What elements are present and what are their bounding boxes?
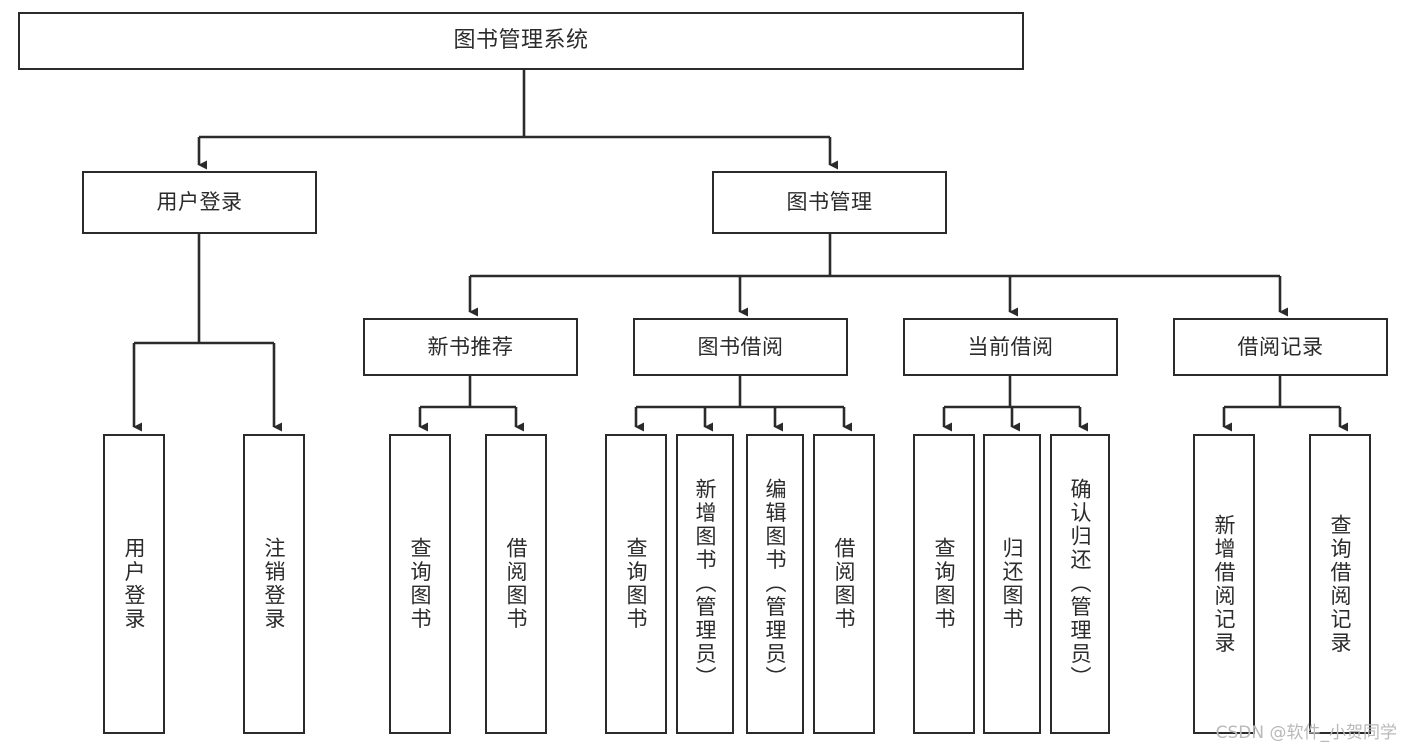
node-root-book-management-system[interactable]: 图书管理系统 bbox=[18, 12, 1024, 70]
node-label: 新增借阅记录 bbox=[1212, 513, 1237, 655]
node-user-login[interactable]: 用户登录 bbox=[82, 171, 317, 234]
node-label: 查询图书 bbox=[624, 537, 649, 631]
node-label: 用户登录 bbox=[156, 190, 243, 215]
node-label: 借阅记录 bbox=[1237, 334, 1324, 359]
leaf-current-borrow-return-book[interactable]: 归还图书 bbox=[983, 434, 1041, 734]
node-borrow-record[interactable]: 借阅记录 bbox=[1173, 318, 1388, 376]
leaf-new-book-query-book[interactable]: 查询图书 bbox=[389, 434, 451, 734]
leaf-book-borrow-borrow-book[interactable]: 借阅图书 bbox=[813, 434, 875, 734]
node-label: 图书借阅 bbox=[697, 334, 784, 359]
node-label: 新增图书（管理员） bbox=[693, 478, 718, 690]
node-label: 编辑图书（管理员） bbox=[763, 478, 788, 690]
node-label: 查询借阅记录 bbox=[1328, 513, 1353, 655]
node-new-book-recommend[interactable]: 新书推荐 bbox=[363, 318, 578, 376]
node-label: 查询图书 bbox=[408, 537, 433, 631]
node-label: 确认归还（管理员） bbox=[1068, 478, 1093, 690]
leaf-current-borrow-confirm-return-admin[interactable]: 确认归还（管理员） bbox=[1050, 434, 1110, 734]
leaf-user-login-login[interactable]: 用户登录 bbox=[103, 434, 165, 734]
leaf-borrow-record-add-record[interactable]: 新增借阅记录 bbox=[1193, 434, 1255, 734]
leaf-book-borrow-edit-book-admin[interactable]: 编辑图书（管理员） bbox=[746, 434, 804, 734]
leaf-book-borrow-add-book-admin[interactable]: 新增图书（管理员） bbox=[676, 434, 734, 734]
node-book-borrow[interactable]: 图书借阅 bbox=[633, 318, 848, 376]
leaf-new-book-borrow-book[interactable]: 借阅图书 bbox=[485, 434, 547, 734]
node-label: 注销登录 bbox=[262, 537, 287, 631]
node-label: 当前借阅 bbox=[967, 334, 1054, 359]
leaf-borrow-record-query-record[interactable]: 查询借阅记录 bbox=[1309, 434, 1371, 734]
csdn-watermark: CSDN @软件_小贺同学 bbox=[1215, 723, 1397, 743]
node-label: 查询图书 bbox=[932, 537, 957, 631]
node-label: 用户登录 bbox=[122, 537, 147, 631]
leaf-current-borrow-query-book[interactable]: 查询图书 bbox=[913, 434, 975, 734]
node-label: 新书推荐 bbox=[427, 334, 514, 359]
node-label: 借阅图书 bbox=[504, 537, 529, 631]
node-current-borrow[interactable]: 当前借阅 bbox=[903, 318, 1118, 376]
node-label: 归还图书 bbox=[1000, 537, 1025, 631]
node-label: 借阅图书 bbox=[832, 537, 857, 631]
node-book-management[interactable]: 图书管理 bbox=[712, 171, 947, 234]
leaf-user-login-logout[interactable]: 注销登录 bbox=[243, 434, 305, 734]
leaf-book-borrow-query-book[interactable]: 查询图书 bbox=[605, 434, 667, 734]
node-label: 图书管理 bbox=[786, 190, 873, 215]
node-label: 图书管理系统 bbox=[453, 28, 589, 54]
